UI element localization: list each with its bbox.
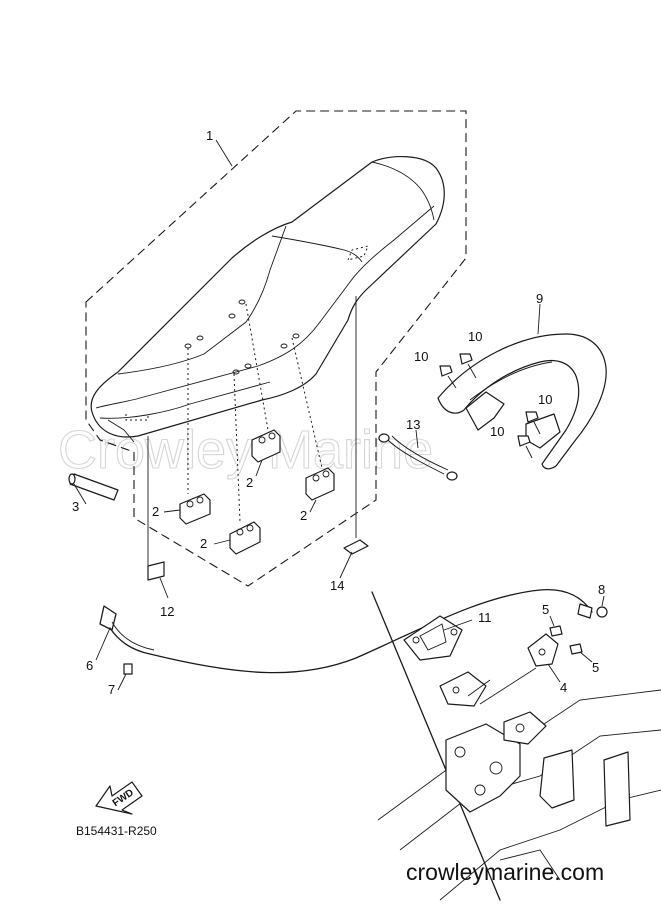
damper-guide-line bbox=[291, 337, 323, 469]
leader-line bbox=[601, 595, 605, 607]
callout-5: 5 bbox=[542, 602, 549, 617]
wire-part bbox=[378, 433, 458, 481]
callout-10: 10 bbox=[468, 329, 482, 344]
drawing-code: B154431-R250 bbox=[76, 824, 157, 838]
hook-part bbox=[403, 615, 463, 661]
callout-10: 10 bbox=[414, 349, 428, 364]
seat-lock-cable bbox=[109, 588, 593, 674]
label-14-part bbox=[343, 539, 369, 555]
catch-part bbox=[439, 671, 487, 707]
callout-11: 11 bbox=[478, 610, 492, 625]
leader-line bbox=[415, 429, 419, 449]
leader-line bbox=[117, 673, 127, 691]
site-url: crowleymarine.com bbox=[406, 859, 604, 885]
frame-part bbox=[371, 591, 661, 901]
leader-line bbox=[73, 483, 87, 505]
damper-part bbox=[229, 521, 261, 555]
bolt-part bbox=[549, 625, 583, 655]
callout-2: 2 bbox=[152, 504, 159, 519]
callout-2: 2 bbox=[300, 508, 307, 523]
leader-line bbox=[213, 539, 231, 545]
callout-13: 13 bbox=[406, 417, 420, 432]
callout-5: 5 bbox=[592, 660, 599, 675]
callout-2: 2 bbox=[200, 536, 207, 551]
leader-line bbox=[547, 663, 561, 683]
label-12-part bbox=[147, 561, 165, 581]
leader-line bbox=[443, 619, 473, 631]
callout-8: 8 bbox=[598, 582, 605, 597]
callout-4: 4 bbox=[560, 680, 567, 695]
callout-7: 7 bbox=[108, 682, 115, 697]
tube-part bbox=[68, 473, 119, 501]
leader-line bbox=[537, 303, 541, 335]
bolt-part bbox=[525, 411, 541, 435]
leader-line bbox=[215, 139, 233, 167]
forward-arrow-icon: FWD bbox=[95, 781, 143, 815]
cable-end-part bbox=[99, 605, 117, 631]
leader-line bbox=[309, 499, 317, 513]
callout-6: 6 bbox=[86, 658, 93, 673]
cable-clip-part bbox=[596, 606, 608, 618]
damper-guide-line bbox=[245, 303, 269, 431]
damper-part bbox=[305, 467, 335, 501]
bolt-part bbox=[439, 365, 457, 389]
bracket-guide-line bbox=[479, 667, 537, 705]
callout-1: 1 bbox=[206, 128, 213, 143]
leader-line bbox=[339, 551, 353, 579]
hook-guide-line bbox=[467, 679, 491, 697]
leader-line bbox=[255, 459, 263, 477]
callout-10: 10 bbox=[490, 424, 504, 439]
callout-3: 3 bbox=[72, 499, 79, 514]
lock-bracket-part bbox=[527, 633, 559, 667]
leader-line bbox=[579, 651, 593, 663]
callout-12: 12 bbox=[160, 604, 174, 619]
damper-part bbox=[179, 493, 211, 525]
seat-assembly-outline bbox=[85, 110, 467, 587]
seat-part bbox=[90, 156, 445, 443]
callout-14: 14 bbox=[330, 578, 344, 593]
leader-line bbox=[159, 577, 169, 599]
bolt-part bbox=[459, 353, 477, 379]
callout-9: 9 bbox=[536, 291, 543, 306]
damper-part bbox=[251, 429, 281, 463]
leader-line bbox=[95, 627, 111, 661]
callout-2: 2 bbox=[246, 475, 253, 490]
leader-line bbox=[549, 615, 555, 627]
bolt-part bbox=[517, 435, 533, 459]
leader-line bbox=[163, 509, 181, 513]
screw-part bbox=[123, 663, 133, 675]
callout-10: 10 bbox=[538, 392, 552, 407]
